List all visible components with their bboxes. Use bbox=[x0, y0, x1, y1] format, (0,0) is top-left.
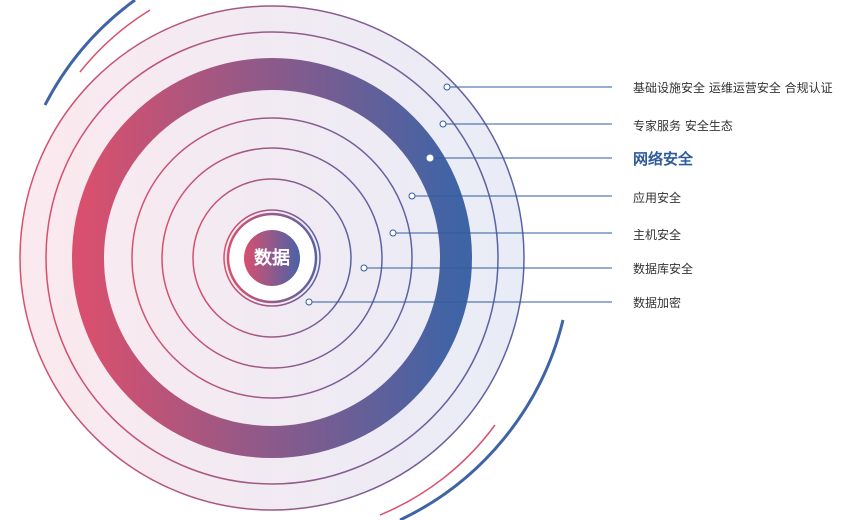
ring-network-security bbox=[72, 58, 472, 458]
connector-dot bbox=[360, 264, 368, 272]
outer-arc-bottom-right bbox=[399, 319, 565, 520]
ring-host bbox=[161, 147, 383, 369]
connector-dot bbox=[408, 192, 416, 200]
layer-label-expert-services: 专家服务 安全生态 bbox=[633, 118, 733, 133]
layer-label-data-encryption: 数据加密 bbox=[633, 295, 681, 310]
layer-label-host-security: 主机安全 bbox=[633, 227, 681, 242]
layer-connector-5: 数据库安全 bbox=[360, 261, 693, 276]
ring-application bbox=[131, 117, 413, 399]
layer-connector-3: 应用安全 bbox=[408, 190, 681, 205]
ring-outer-2 bbox=[45, 31, 499, 485]
layer-label-infrastructure: 基础设施安全 运维运营安全 合规认证 bbox=[633, 80, 833, 95]
layer-connector-4: 主机安全 bbox=[389, 227, 681, 242]
center-disc bbox=[244, 230, 300, 286]
layer-label-application-security: 应用安全 bbox=[633, 190, 681, 205]
connector-dot bbox=[426, 154, 434, 162]
layer-label-network-security: 网络安全 bbox=[633, 150, 694, 168]
layer-connector-1: 专家服务 安全生态 bbox=[439, 118, 733, 133]
ring-database bbox=[192, 178, 352, 338]
connector-dot bbox=[305, 298, 313, 306]
outer-arc-top-left bbox=[43, 0, 136, 106]
outer-arc-top-left-thin bbox=[79, 9, 151, 73]
connector-dot bbox=[389, 229, 397, 237]
connector-dot bbox=[443, 83, 451, 91]
layer-connector-2: 网络安全 bbox=[426, 150, 694, 168]
layer-connector-0: 基础设施安全 运维运营安全 合规认证 bbox=[443, 80, 833, 95]
layer-connector-6: 数据加密 bbox=[305, 295, 681, 310]
outer-arc-bottom-right-thin bbox=[379, 424, 496, 516]
layer-label-database-security: 数据库安全 bbox=[633, 261, 693, 276]
center-label: 数据 bbox=[254, 247, 290, 269]
connector-dot bbox=[439, 120, 447, 128]
ring-encryption bbox=[223, 209, 321, 307]
